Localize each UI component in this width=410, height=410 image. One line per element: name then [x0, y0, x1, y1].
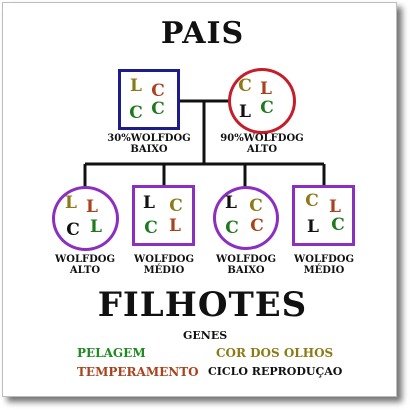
child-4-caption: WOLFDOG MÉDIO: [278, 254, 370, 276]
child-1-gene-1: L: [65, 193, 77, 213]
child-4-gene-2: L: [329, 197, 341, 217]
child-4-label: MÉDIO: [303, 265, 345, 276]
child-1-gene-4: L: [90, 217, 102, 237]
child-3-gene-4: C: [250, 216, 264, 236]
parent-1-caption: 30%WOLFDOG BAIXO: [98, 133, 200, 155]
child-1-gene-2: L: [86, 197, 98, 217]
child-1-circle: [52, 186, 119, 251]
parent-2-pct: 90%: [220, 133, 244, 144]
parent-2-circle: [228, 68, 296, 134]
parent-1-gene-4: C: [151, 99, 165, 119]
parent-2-label: ALTO: [246, 144, 278, 155]
child-2-caption: WOLFDOG MÉDIO: [118, 254, 210, 276]
parent-1-gene-1: L: [130, 76, 142, 96]
legend-item-ciclo-reproducao: CICLO REPRODUÇAO: [208, 365, 343, 378]
child-2-square: [132, 185, 195, 246]
child-1-name: WOLFDOG: [55, 254, 115, 265]
parent-2-gene-3: L: [239, 102, 251, 122]
child-3-gene-1: L: [225, 193, 237, 213]
child-3-caption: WOLFDOG BAIXO: [200, 254, 292, 276]
legend-item-cor-dos-olhos: COR DOS OLHOS: [216, 346, 334, 360]
legend-item-temperamento: TEMPERAMENTO: [77, 365, 199, 379]
parent-1-gene-2: C: [151, 81, 165, 101]
parent-1-pct: 30%: [107, 133, 131, 144]
child-4-name: WOLFDOG: [294, 254, 354, 265]
child-3-gene-3: C: [225, 218, 239, 238]
legend-item-pelagem: PELAGEM: [77, 346, 146, 360]
parent-2-kind: WOLFDOG: [243, 133, 304, 144]
child-3-circle: [213, 186, 279, 250]
child-4-gene-3: L: [307, 217, 319, 237]
child-2-label: MÉDIO: [143, 265, 185, 276]
child-2-gene-3: C: [144, 218, 158, 238]
child-1-gene-3: C: [66, 220, 80, 240]
parent-1-kind: WOLFDOG: [130, 133, 191, 144]
child-2-gene-4: L: [169, 216, 181, 236]
child-4-gene-1: C: [305, 191, 319, 211]
child-1-label: ALTO: [69, 265, 101, 276]
parent-2-caption: 90%WOLFDOG ALTO: [210, 133, 314, 155]
parent-1-square: [118, 69, 180, 130]
parents-title: PAIS: [160, 16, 245, 51]
offspring-title: FILHOTES: [97, 285, 308, 325]
parent-1-label: BAIXO: [130, 144, 168, 155]
child-3-gene-2: C: [249, 196, 263, 216]
child-2-gene-1: L: [143, 193, 155, 213]
child-1-caption: WOLFDOG ALTO: [40, 254, 130, 276]
parent-2-gene-1: C: [238, 76, 252, 96]
child-4-gene-4: C: [331, 215, 345, 235]
parent-1-gene-3: C: [129, 103, 143, 123]
child-3-label: BAIXO: [227, 265, 265, 276]
child-2-name: WOLFDOG: [134, 254, 194, 265]
parent-2-gene-2: L: [260, 79, 272, 99]
legend-title: GENES: [183, 329, 228, 342]
child-3-name: WOLFDOG: [216, 254, 276, 265]
child-2-gene-2: C: [169, 196, 183, 216]
parent-2-gene-4: C: [260, 98, 274, 118]
child-4-square: [292, 185, 355, 246]
